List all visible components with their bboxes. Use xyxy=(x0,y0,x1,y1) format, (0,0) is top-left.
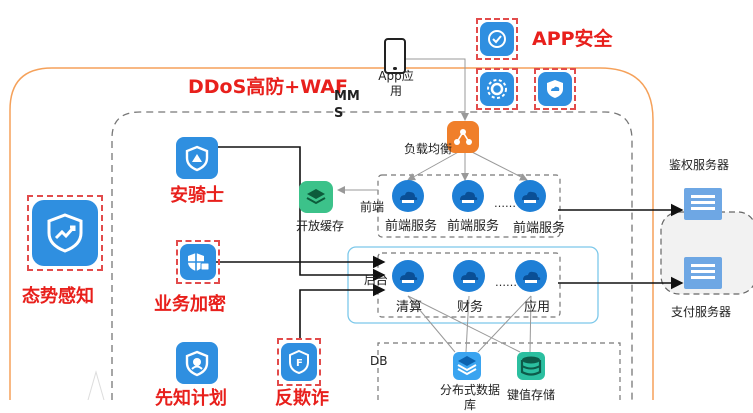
kv-storage-label: 键值存储 xyxy=(507,388,556,402)
backend-tier-label: 后台 xyxy=(364,273,389,287)
frontend-service-3-label: 前端服务 xyxy=(513,221,566,236)
pay-server-icon xyxy=(684,257,722,289)
phone-icon xyxy=(384,38,406,74)
db-box xyxy=(377,342,621,400)
backend-ellipsis: …… xyxy=(495,276,517,289)
situation-awareness-label: 态势感知 xyxy=(22,286,94,307)
kv-storage-icon xyxy=(514,350,548,382)
anti-fraud-icon: F xyxy=(277,338,321,386)
prior-plan-label: 先知计划 xyxy=(155,388,227,409)
pay-server-label: 支付服务器 xyxy=(671,305,732,319)
distributed-database-label: 分布式数据库 xyxy=(439,383,500,412)
anti-fraud-label: 反欺诈 xyxy=(275,388,329,409)
svg-text:F: F xyxy=(296,358,303,369)
frontend-tier-label: 前端 xyxy=(360,200,385,214)
load-balancer-icon xyxy=(446,120,480,154)
frontend-service-2-label: 前端服务 xyxy=(447,219,500,234)
outer-orange-container xyxy=(9,67,654,400)
ddos-waf-title: DDoS高防+WAF xyxy=(188,76,348,98)
open-cache-label: 开放缓存 xyxy=(296,219,345,233)
distributed-database-icon xyxy=(450,350,484,382)
db-tier-label: DB xyxy=(370,354,388,368)
security-knight-label: 安骑士 xyxy=(170,185,224,206)
frontend-service-2-cloud-icon xyxy=(451,179,485,213)
app-security-cloud-shield-icon xyxy=(534,68,576,110)
backend-clearing-label: 清算 xyxy=(396,300,423,315)
security-knight-icon xyxy=(174,135,220,181)
backend-clearing-cloud-icon xyxy=(391,259,425,293)
app-security-shield-icon xyxy=(476,18,518,60)
backend-application-cloud-icon xyxy=(514,259,548,293)
frontend-service-1-cloud-icon xyxy=(391,179,425,213)
backend-finance-cloud-icon xyxy=(452,259,486,293)
app-security-gear-icon xyxy=(476,68,518,110)
mms-label: MMS xyxy=(334,89,360,121)
frontend-box xyxy=(377,174,561,238)
business-encryption-icon xyxy=(176,240,220,284)
load-balancer-label: 负载均衡 xyxy=(404,142,453,156)
auth-server-label: 鉴权服务器 xyxy=(669,158,730,172)
business-encryption-label: 业务加密 xyxy=(154,294,226,315)
backend-outer-box xyxy=(347,246,599,324)
backend-application-label: 应用 xyxy=(524,300,551,315)
frontend-ellipsis: …… xyxy=(494,197,516,210)
frontend-service-3-cloud-icon xyxy=(513,179,547,213)
frontend-service-1-label: 前端服务 xyxy=(385,219,438,234)
auth-server-icon xyxy=(684,188,722,220)
prior-plan-icon xyxy=(174,340,220,386)
open-cache-icon xyxy=(298,180,334,214)
backend-finance-label: 财务 xyxy=(457,300,484,315)
app-security-title: APP安全 xyxy=(532,28,613,50)
situation-awareness-icon xyxy=(27,195,103,271)
app-label: App应用 xyxy=(378,69,414,98)
